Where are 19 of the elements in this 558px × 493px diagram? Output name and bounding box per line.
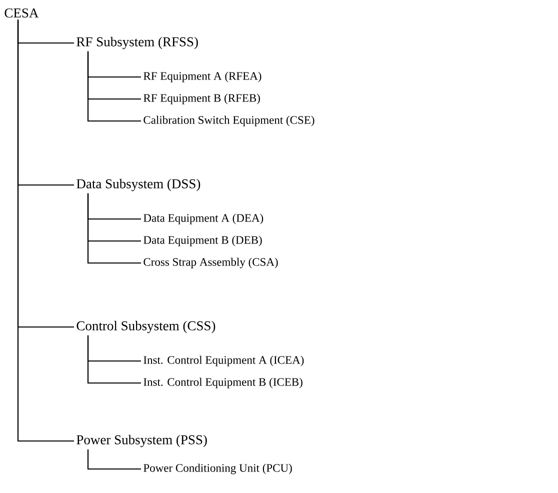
equipment-label: Inst. Control Equipment B (ICEB) [144, 378, 302, 388]
tree-line [87, 335, 141, 384]
tree-line [87, 51, 141, 122]
root-label: CESA [4, 8, 39, 18]
subsystem-label: Data Subsystem (DSS) [76, 178, 200, 192]
tree-line [87, 193, 141, 264]
tree-line [17, 20, 74, 442]
equipment-label: Data Equipment B (DEB) [144, 236, 262, 246]
equipment-label: Calibration Switch Equipment (CSE) [144, 116, 314, 126]
equipment-label: Power Conditioning Unit (PCU) [144, 464, 292, 474]
equipment-label: Inst. Control Equipment A (ICEA) [144, 356, 304, 366]
tree-line [87, 449, 141, 470]
subsystem-label: Control Subsystem (CSS) [76, 320, 216, 334]
equipment-label: RF Equipment B (RFEB) [144, 94, 260, 104]
equipment-label: RF Equipment A (RFEA) [144, 72, 262, 82]
equipment-label: Cross Strap Assembly (CSA) [144, 258, 278, 268]
subsystem-label: RF Subsystem (RFSS) [76, 36, 198, 50]
equipment-label: Data Equipment A (DEA) [144, 214, 264, 224]
subsystem-label: Power Subsystem (PSS) [76, 434, 207, 448]
